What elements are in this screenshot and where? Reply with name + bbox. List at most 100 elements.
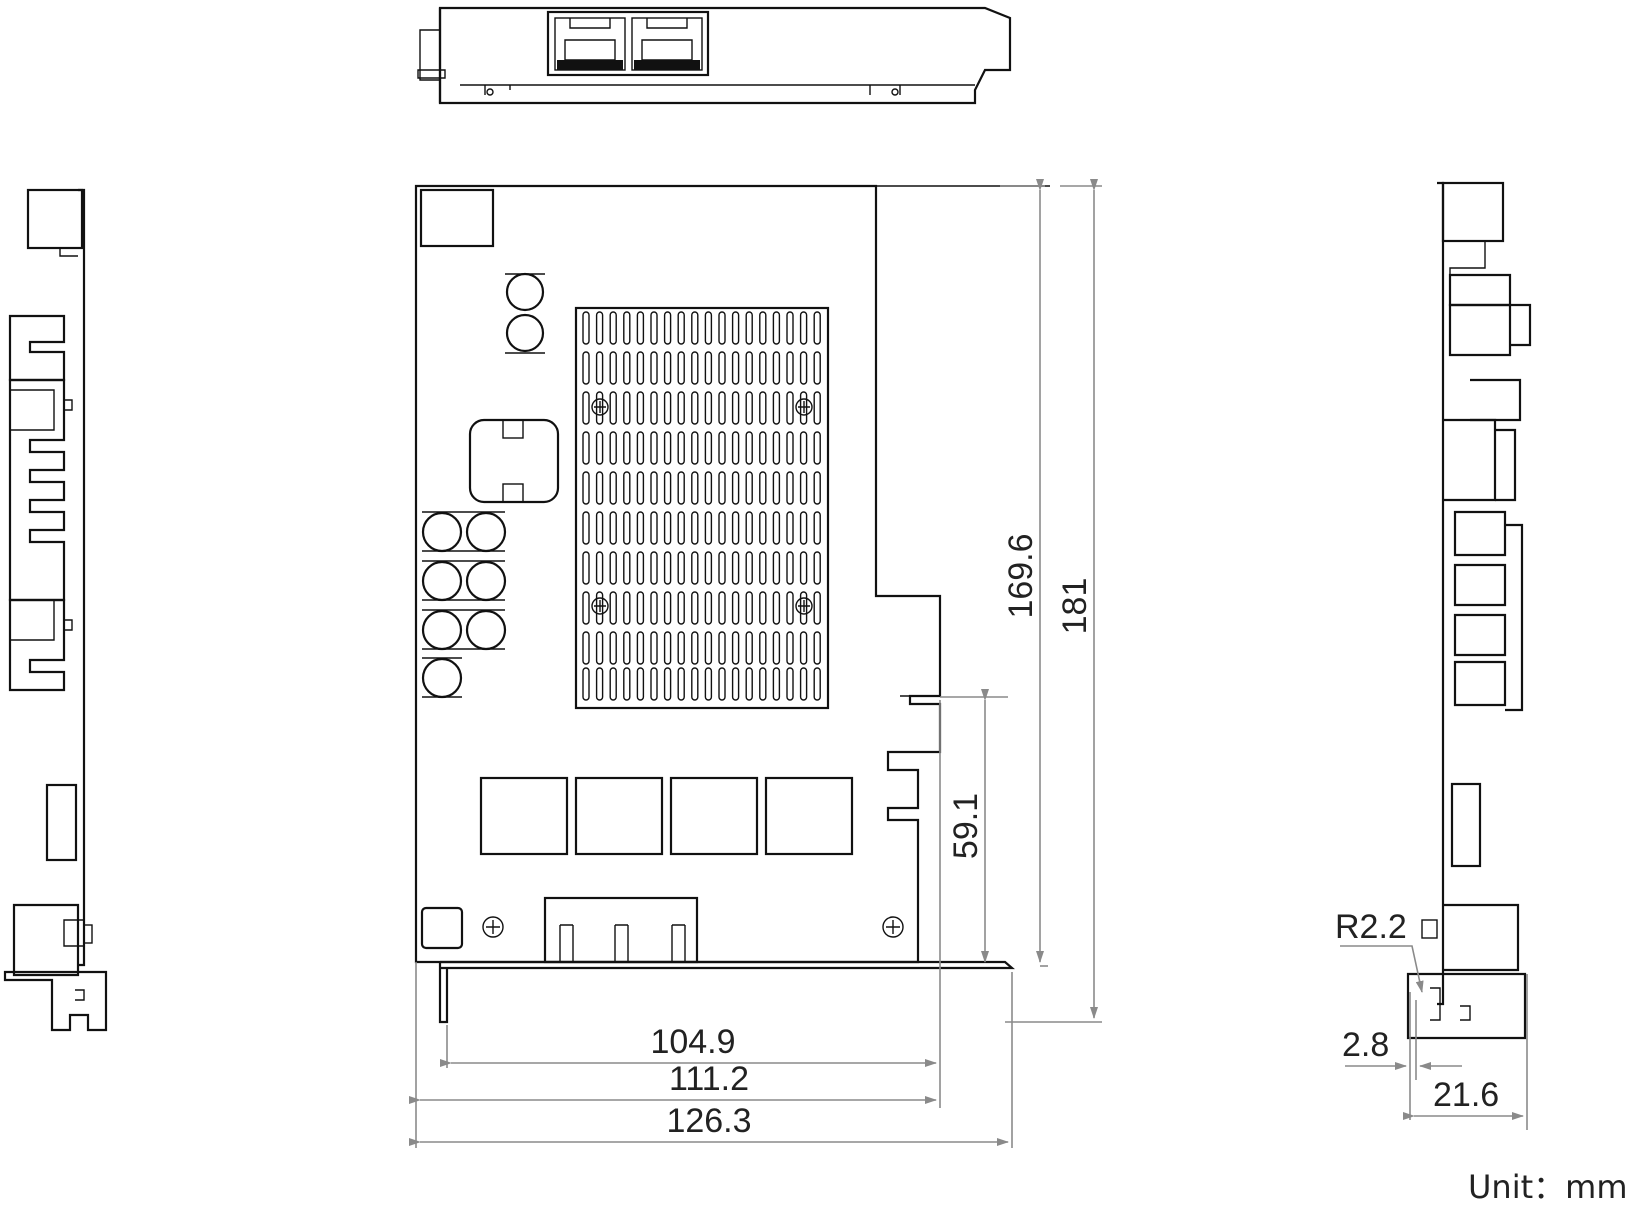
heatsink-fin-slot bbox=[759, 591, 767, 625]
dim-label-total-height: 181 bbox=[1056, 578, 1094, 635]
heatsink-fin-slot bbox=[731, 591, 740, 625]
heatsink-fin-slot bbox=[745, 631, 753, 665]
heatsink-fin-slot bbox=[718, 667, 726, 701]
heatsink-fin-slot bbox=[704, 631, 713, 665]
heatsink-fin-slot bbox=[595, 431, 604, 465]
heatsink-fin-slot bbox=[623, 471, 631, 505]
heatsink-fin-slot bbox=[623, 551, 631, 585]
heatsink-fin-slot bbox=[813, 551, 821, 585]
dimension-labels: 169.6 181 59.1 104.9 111.2 126.3 R2.2 2.… bbox=[650, 533, 1627, 1206]
heatsink-fin-slot bbox=[663, 631, 672, 665]
heatsink-fin-slot bbox=[623, 311, 631, 345]
heatsink-fin-slot bbox=[745, 511, 753, 545]
heatsink-fin-slot bbox=[609, 311, 617, 345]
heatsink-fin-slot bbox=[772, 471, 781, 505]
heatsink-fin-slot bbox=[582, 551, 590, 585]
heatsink-fin-slot bbox=[759, 551, 767, 585]
heatsink-fins bbox=[582, 311, 821, 701]
heatsink-fin-slot bbox=[609, 551, 617, 585]
heatsink-fin-slot bbox=[691, 311, 699, 345]
heatsink-fin-slot bbox=[691, 431, 699, 465]
heatsink-fin-slot bbox=[677, 631, 685, 665]
heatsink-fin-slot bbox=[691, 631, 699, 665]
heatsink-fin-slot bbox=[731, 431, 740, 465]
heatsink-fin-slot bbox=[786, 551, 794, 585]
heatsink-fin-slot bbox=[772, 631, 781, 665]
heatsink-fin-slot bbox=[663, 551, 672, 585]
heatsink-fin-slot bbox=[759, 511, 767, 545]
heatsink-fin-slot bbox=[691, 591, 699, 625]
heatsink-fin-slot bbox=[650, 667, 658, 701]
heatsink-fin-slot bbox=[595, 551, 604, 585]
heatsink-fin-slot bbox=[636, 591, 645, 625]
heatsink-fin-slot bbox=[786, 511, 794, 545]
heatsink-fin-slot bbox=[704, 591, 713, 625]
heatsink-fin-slot bbox=[650, 311, 658, 345]
heatsink-fin-slot bbox=[731, 511, 740, 545]
heatsink-fin-slot bbox=[799, 591, 808, 625]
heatsink-fin-slot bbox=[691, 551, 699, 585]
dim-label-depth: 21.6 bbox=[1433, 1076, 1499, 1114]
heatsink-fin-slot bbox=[677, 311, 685, 345]
heatsink-fin-slot bbox=[582, 631, 590, 665]
heatsink-fin-slot bbox=[636, 667, 645, 701]
heatsink-fin-slot bbox=[663, 511, 672, 545]
heatsink-fin-slot bbox=[759, 471, 767, 505]
dim-label-radius: R2.2 bbox=[1335, 908, 1407, 946]
heatsink-fin-slot bbox=[663, 391, 672, 425]
heatsink-fin-slot bbox=[595, 391, 604, 425]
heatsink-fin-slot bbox=[663, 591, 672, 625]
heatsink-fin-slot bbox=[745, 591, 753, 625]
heatsink-fin-slot bbox=[636, 471, 645, 505]
heatsink-fin-slot bbox=[595, 471, 604, 505]
dim-label-width-a: 104.9 bbox=[650, 1023, 735, 1061]
unit-label: Unit：mm bbox=[1468, 1168, 1628, 1206]
rj45-port-block bbox=[546, 10, 710, 77]
dim-label-slot-height: 59.1 bbox=[947, 793, 985, 859]
heatsink-fin-slot bbox=[650, 511, 658, 545]
heatsink-fin-slot bbox=[691, 391, 699, 425]
heatsink-fin-slot bbox=[663, 351, 672, 385]
heatsink-fin-slot bbox=[745, 311, 753, 345]
heatsink-fin-slot bbox=[582, 471, 590, 505]
heatsink-fin-slot bbox=[813, 471, 821, 505]
heatsink-fin-slot bbox=[595, 351, 604, 385]
heatsink-fin-slot bbox=[650, 471, 658, 505]
heatsink-fin-slot bbox=[582, 431, 590, 465]
heatsink-fin-slot bbox=[650, 551, 658, 585]
heatsink-fin-slot bbox=[704, 311, 713, 345]
heatsink-fin-slot bbox=[813, 631, 821, 665]
heatsink-fin-slot bbox=[786, 667, 794, 701]
heatsink-fin-slot bbox=[718, 471, 726, 505]
heatsink-fin-slot bbox=[718, 311, 726, 345]
heatsink-fin-slot bbox=[677, 591, 685, 625]
heatsink-fin-slot bbox=[813, 667, 821, 701]
heatsink bbox=[574, 306, 830, 710]
heatsink-fin-slot bbox=[772, 551, 781, 585]
power-connector bbox=[543, 896, 699, 964]
heatsink-fin-slot bbox=[786, 391, 794, 425]
heatsink-fin-slot bbox=[623, 591, 631, 625]
heatsink-fin-slot bbox=[799, 351, 808, 385]
heatsink-fin-slot bbox=[663, 431, 672, 465]
heatsink-fin-slot bbox=[677, 511, 685, 545]
heatsink-fin-slot bbox=[636, 431, 645, 465]
heatsink-fin-slot bbox=[677, 471, 685, 505]
heatsink-fin-slot bbox=[718, 351, 726, 385]
heatsink-screws bbox=[591, 398, 813, 615]
dim-label-width-b: 111.2 bbox=[669, 1060, 749, 1098]
memory-chip bbox=[764, 776, 854, 856]
heatsink-fin-slot bbox=[731, 311, 740, 345]
heatsink-fin-slot bbox=[718, 631, 726, 665]
front-view bbox=[414, 184, 1050, 1024]
heatsink-fin-slot bbox=[677, 431, 685, 465]
heatsink-fin-slot bbox=[636, 511, 645, 545]
heatsink-fin-slot bbox=[677, 391, 685, 425]
dim-label-width-total: 126.3 bbox=[666, 1102, 751, 1140]
heatsink-fin-slot bbox=[813, 591, 821, 625]
heatsink-fin-slot bbox=[786, 471, 794, 505]
heatsink-fin-slot bbox=[623, 391, 631, 425]
heatsink-fin-slot bbox=[636, 391, 645, 425]
heatsink-fin-slot bbox=[623, 431, 631, 465]
heatsink-fin-slot bbox=[636, 551, 645, 585]
